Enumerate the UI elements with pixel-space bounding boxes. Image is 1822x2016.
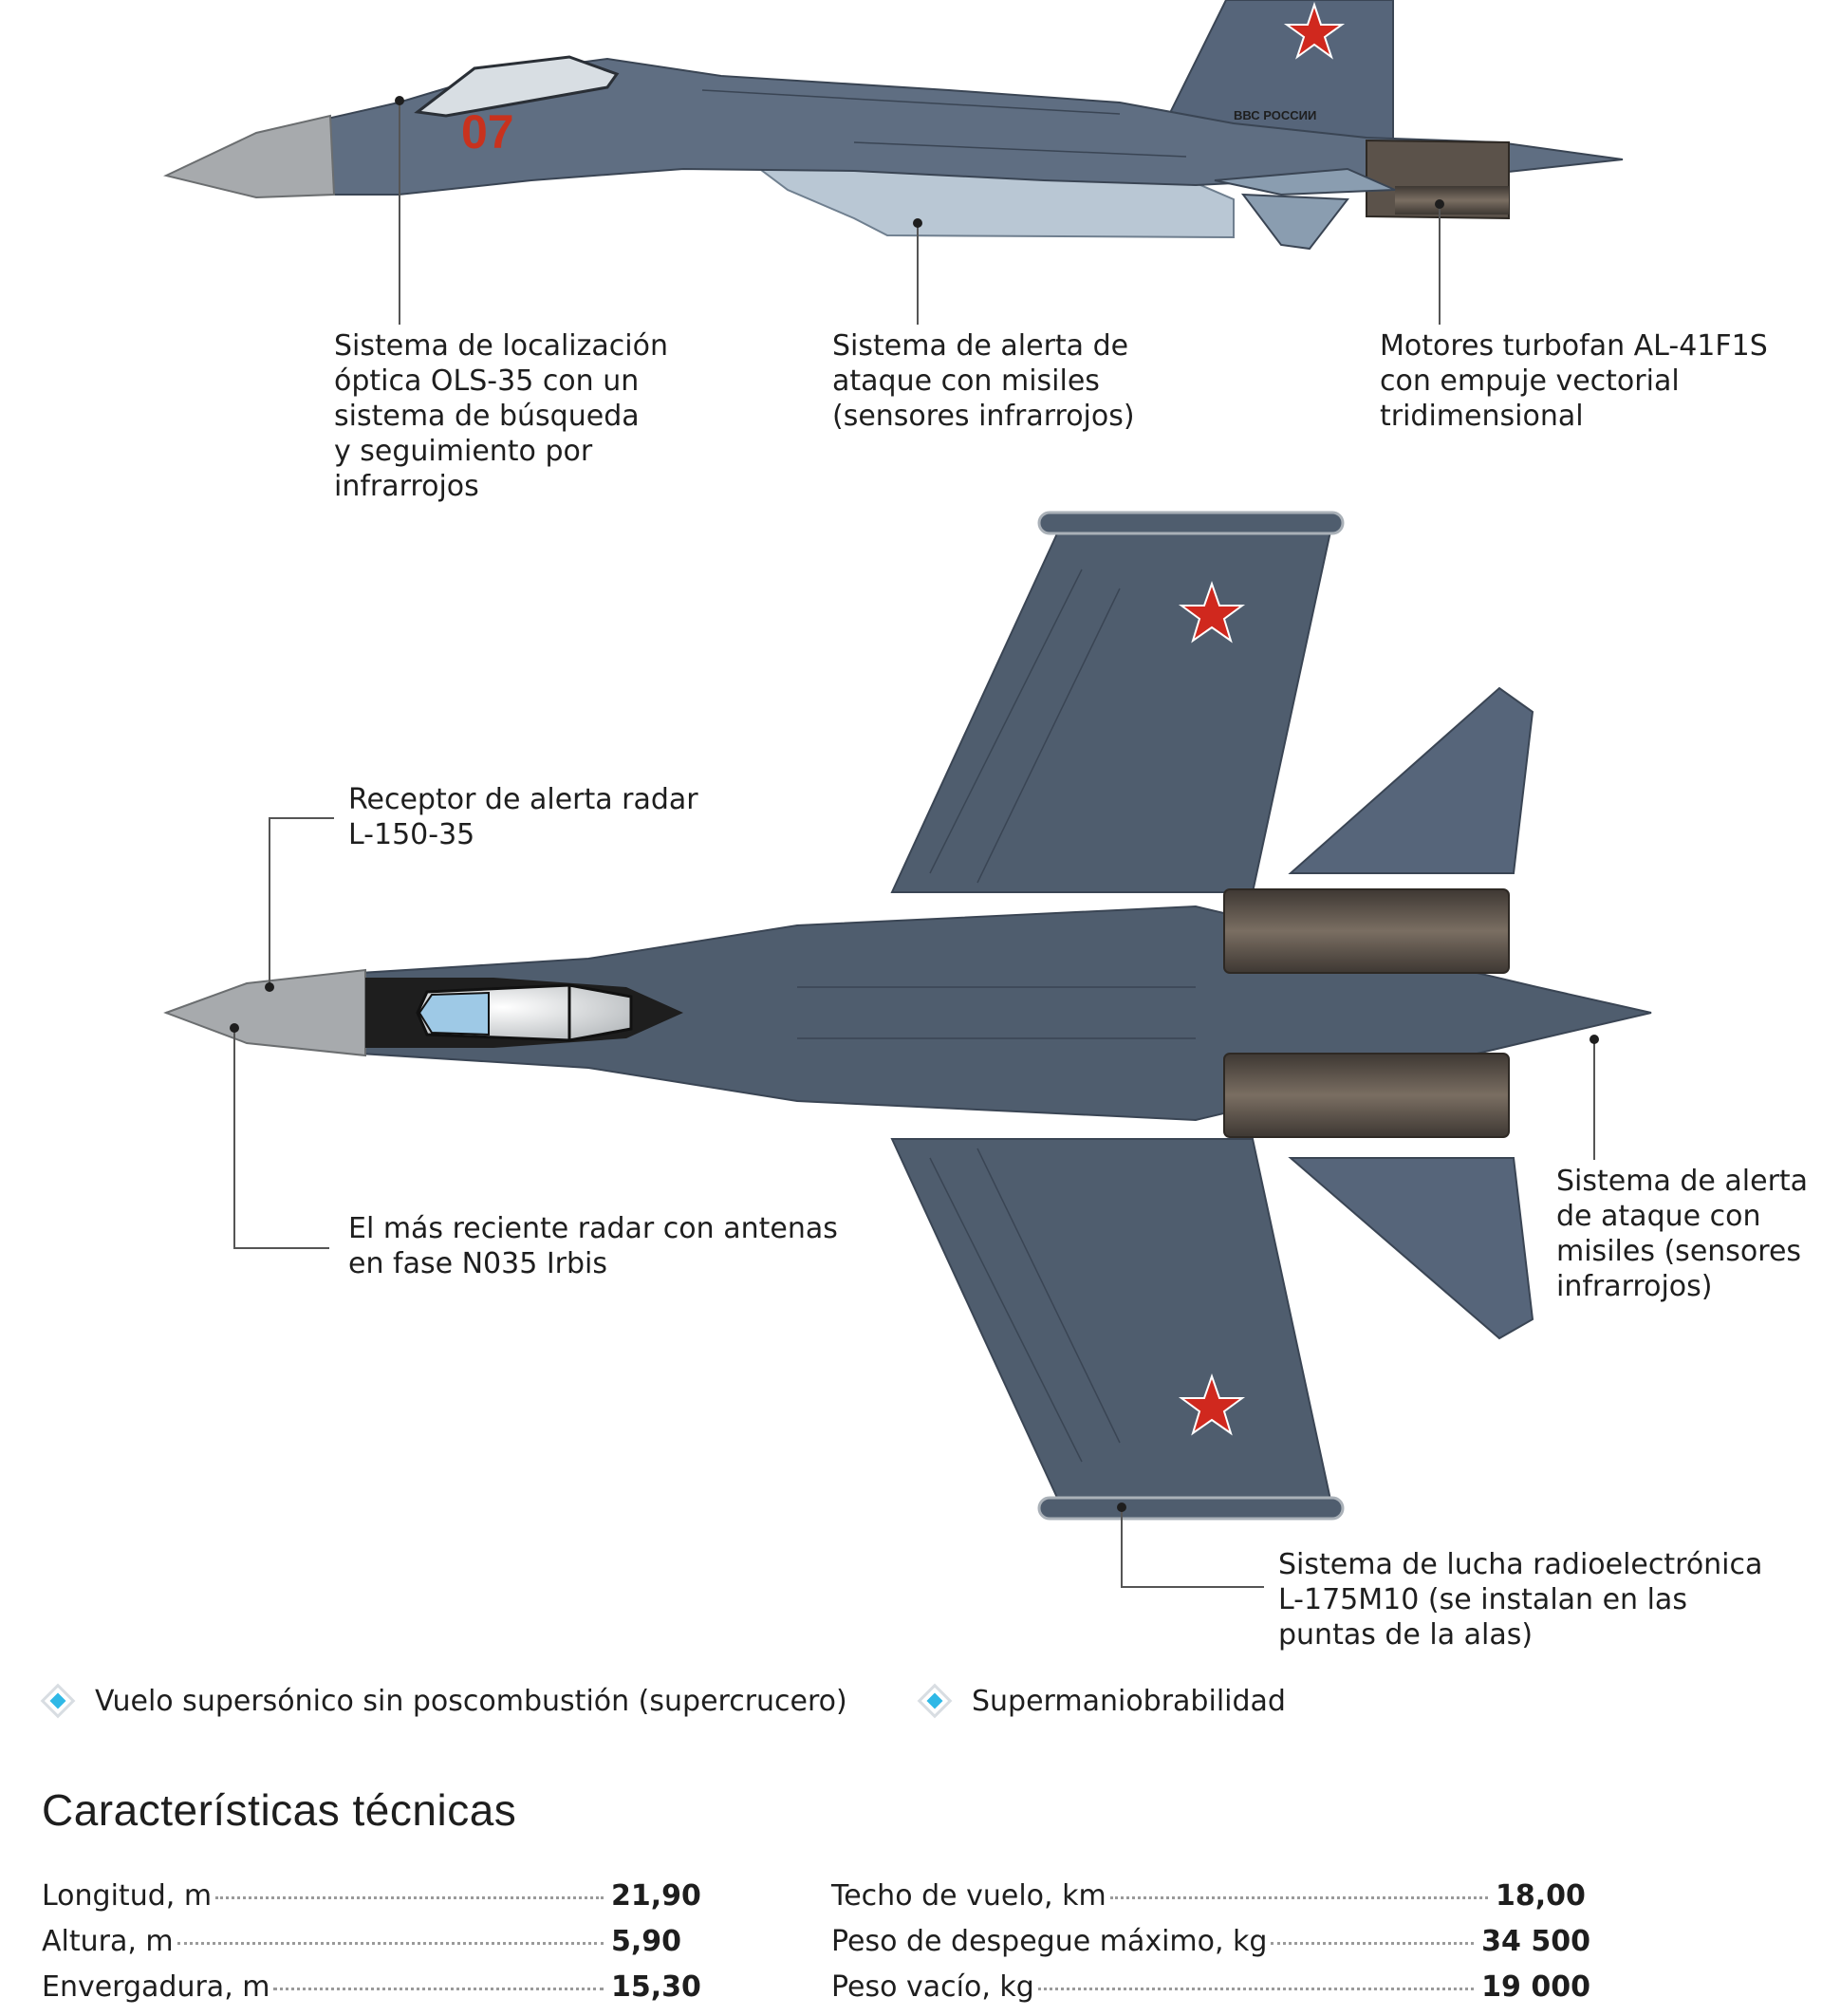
spec-row: Altura, m 5,90 <box>42 1925 706 1970</box>
spec-row: Techo de vuelo, km 18,00 <box>831 1879 1590 1925</box>
callout-line: Motores turbofan AL-41F1S <box>1380 329 1768 363</box>
callout-line: con empuje vectorial <box>1380 364 1680 398</box>
spec-label: Peso de despegue máximo, kg <box>831 1925 1268 1958</box>
callout-line: Sistema de localización <box>334 329 668 363</box>
side-nozzle-ring <box>1395 186 1509 215</box>
side-leader-dots <box>395 96 1444 228</box>
top-wingtip-pod-upper <box>1037 511 1345 535</box>
callout-irbis-radar: El más reciente radar con antenas en fas… <box>348 1211 838 1281</box>
spec-value: 34 500 <box>1481 1925 1590 1958</box>
spec-row: Peso vacío, kg 19 000 <box>831 1970 1590 2016</box>
callout-line: en fase N035 Irbis <box>348 1247 608 1280</box>
spec-label: Altura, m <box>42 1925 174 1958</box>
callout-line: El más reciente radar con antenas <box>348 1212 838 1245</box>
spec-label: Techo de vuelo, km <box>831 1879 1106 1913</box>
callout-line: y seguimiento por <box>334 435 593 468</box>
spec-row: Envergadura, m 15,30 <box>42 1970 706 2016</box>
callout-engines: Motores turbofan AL-41F1S con empuje vec… <box>1380 328 1768 434</box>
top-nose-cone <box>163 968 366 1057</box>
specs-right-column: Techo de vuelo, km 18,00 Peso de despegu… <box>831 1879 1590 2016</box>
tail-marking: ВВС РОССИИ <box>1234 108 1316 122</box>
dot-leader <box>215 1896 604 1899</box>
spec-value: 15,30 <box>611 1970 701 2004</box>
top-engine-upper <box>1223 888 1510 974</box>
spec-row: Peso de despegue máximo, kg 34 500 <box>831 1925 1590 1970</box>
specs-title: Características técnicas <box>42 1785 517 1835</box>
side-fuselage <box>326 57 1624 196</box>
callout-line: L-150-35 <box>348 818 475 851</box>
side-star-icon <box>1283 1 1346 60</box>
top-leader-lines <box>233 817 1595 1588</box>
spec-label: Longitud, m <box>42 1879 213 1913</box>
dot-leader <box>1271 1942 1475 1945</box>
feature-label: Vuelo supersónico sin poscombustión (sup… <box>95 1684 847 1718</box>
specs-left-column: Longitud, m 21,90 Altura, m 5,90 Enverga… <box>42 1879 706 2016</box>
spec-value: 19 000 <box>1481 1970 1590 2004</box>
side-nose-cone <box>163 114 336 199</box>
callout-line: ataque con misiles <box>832 364 1100 398</box>
callout-line: infrarrojos) <box>1556 1270 1713 1303</box>
side-leader-lines <box>399 101 1441 325</box>
top-leader-dots <box>230 982 1599 1512</box>
diamond-icon <box>917 1683 953 1719</box>
callout-line: (sensores infrarrojos) <box>832 400 1135 433</box>
callout-line: tridimensional <box>1380 400 1584 433</box>
feature-supermaneuverability: Supermaniobrabilidad <box>915 1680 1286 1722</box>
callout-line: Sistema de alerta de <box>832 329 1129 363</box>
spec-label: Envergadura, m <box>42 1970 270 2004</box>
callout-missile-warning-top: Sistema de alerta de ataque con misiles … <box>1556 1164 1808 1304</box>
callout-line: Sistema de lucha radioelectrónica <box>1278 1548 1763 1581</box>
callout-line: de ataque con <box>1556 1200 1761 1233</box>
spec-value: 18,00 <box>1496 1879 1586 1913</box>
callout-line: infrarrojos <box>334 470 479 503</box>
dot-leader <box>273 1988 604 1990</box>
callout-line: puntas de la alas) <box>1278 1618 1534 1652</box>
side-stabilizer <box>1214 167 1396 196</box>
diamond-icon <box>40 1683 76 1719</box>
callout-missile-warning-side: Sistema de alerta de ataque con misiles … <box>832 328 1135 434</box>
top-wing-upper <box>890 531 1332 893</box>
feature-supercruise: Vuelo supersónico sin poscombustión (sup… <box>38 1680 847 1722</box>
spec-value: 21,90 <box>611 1879 701 1913</box>
callout-line: Sistema de alerta <box>1556 1165 1809 1198</box>
dot-leader <box>1037 1988 1475 1990</box>
top-stab-upper <box>1288 686 1534 874</box>
callout-ew-system: Sistema de lucha radioelectrónica L-175M… <box>1278 1547 1762 1652</box>
callout-line: óptica OLS-35 con un <box>334 364 640 398</box>
side-canopy <box>414 55 620 118</box>
feature-label: Supermaniobrabilidad <box>972 1684 1286 1718</box>
spec-value: 5,90 <box>611 1925 682 1958</box>
callout-line: sistema de búsqueda <box>334 400 640 433</box>
top-wingtip-pod-lower <box>1037 1496 1345 1521</box>
top-wing-lower <box>890 1138 1332 1501</box>
spec-label: Peso vacío, kg <box>831 1970 1034 2004</box>
callout-line: L-175M10 (se instalan en las <box>1278 1583 1687 1616</box>
top-engine-lower <box>1223 1053 1510 1138</box>
side-view-aircraft <box>163 0 1624 251</box>
callout-ols35: Sistema de localización óptica OLS-35 co… <box>334 328 668 504</box>
top-view-aircraft <box>163 511 1652 1521</box>
board-number: 07 <box>461 105 514 159</box>
spec-row: Longitud, m 21,90 <box>42 1879 706 1925</box>
top-star-upper-icon <box>1178 580 1246 644</box>
callout-line: misiles (sensores <box>1556 1235 1802 1268</box>
dot-leader <box>177 1942 604 1945</box>
top-stab-lower <box>1288 1157 1534 1340</box>
dot-leader <box>1109 1896 1488 1899</box>
callout-line: Receptor de alerta radar <box>348 783 698 816</box>
callout-radar-warning: Receptor de alerta radar L-150-35 <box>348 782 698 852</box>
side-ventral-fin <box>1240 193 1349 251</box>
top-star-lower-icon <box>1178 1372 1246 1436</box>
